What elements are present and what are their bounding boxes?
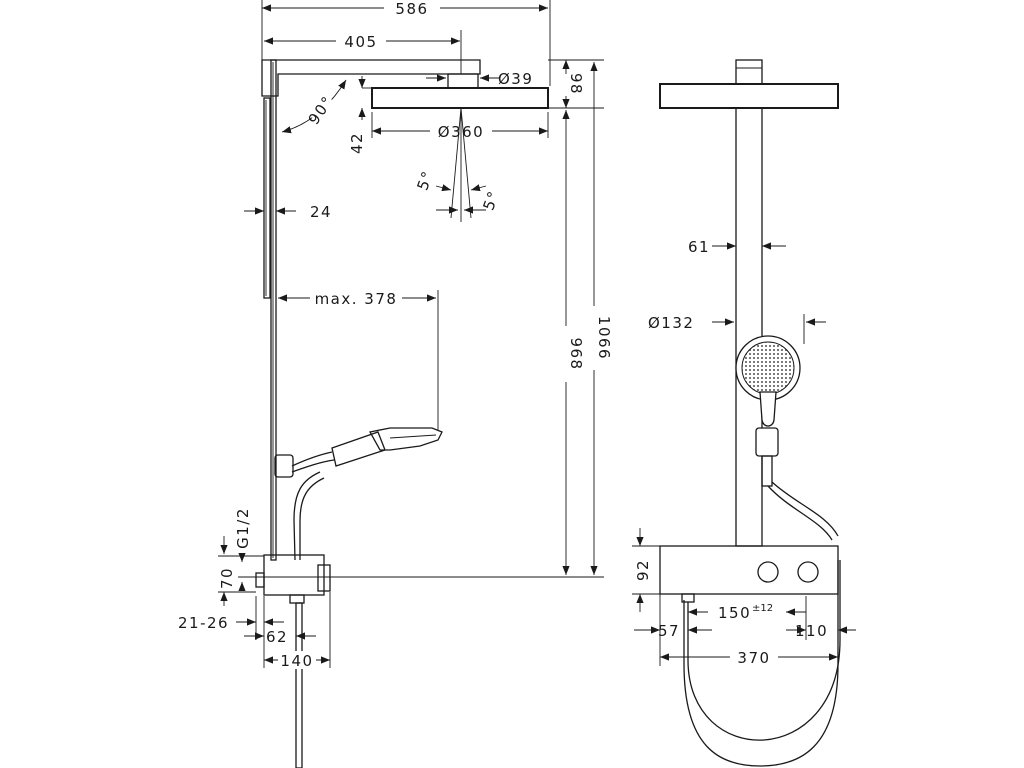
wall-rail bbox=[263, 59, 277, 561]
dim-projection: 140 bbox=[280, 652, 313, 670]
dim-pipe-diameter: 61 bbox=[688, 238, 710, 256]
temperature-knob bbox=[757, 561, 779, 583]
dim-rail-depth: 24 bbox=[310, 203, 332, 221]
dim-right-offset: 110 bbox=[795, 622, 828, 640]
dim-body-depth: 62 bbox=[266, 628, 288, 646]
dim-left-offset: 57 bbox=[658, 622, 680, 640]
dim-wall-distance: 21-26 bbox=[178, 614, 229, 632]
flow-knob bbox=[797, 561, 819, 583]
hand-shower-side bbox=[274, 427, 443, 561]
dim-thermostat-width: 370 bbox=[737, 649, 770, 667]
dim-thermostat-height: 92 bbox=[634, 559, 652, 581]
dim-head-tilt-right: 5° bbox=[479, 188, 503, 213]
dim-head-diameter: Ø360 bbox=[438, 123, 484, 141]
dim-arm-height: 42 bbox=[348, 132, 366, 154]
dim-head-height: 968 bbox=[567, 337, 585, 370]
head-shower-front bbox=[659, 59, 839, 109]
dim-hand-shower-diameter: Ø132 bbox=[648, 314, 694, 332]
riser-pipe bbox=[735, 107, 763, 547]
dim-head-tilt-left: 5° bbox=[413, 168, 437, 193]
label-inlet-thread: G1/2 bbox=[234, 507, 252, 549]
hose-loop bbox=[683, 560, 839, 767]
dim-inlet-offset: 70 bbox=[218, 567, 236, 589]
dim-connector-diameter: Ø39 bbox=[498, 70, 533, 88]
side-view: 586 405 Ø39 98 90° 42 Ø360 bbox=[178, 0, 613, 768]
dim-hand-shower-reach: max. 378 bbox=[315, 290, 398, 308]
thermostat-side bbox=[255, 554, 331, 768]
dim-arm-length: 405 bbox=[344, 33, 377, 51]
dim-head-thickness: 98 bbox=[567, 73, 585, 95]
hand-shower-front bbox=[735, 335, 839, 541]
front-view: 61 Ø132 92 57 150 ±12 110 370 bbox=[632, 59, 856, 767]
dim-inlet-spacing: 150 bbox=[718, 604, 751, 622]
overhead-arm bbox=[261, 59, 549, 109]
dim-total-width: 586 bbox=[395, 0, 428, 18]
dim-overall-height: 1066 bbox=[595, 316, 613, 360]
dim-inlet-tolerance: ±12 bbox=[752, 603, 773, 614]
